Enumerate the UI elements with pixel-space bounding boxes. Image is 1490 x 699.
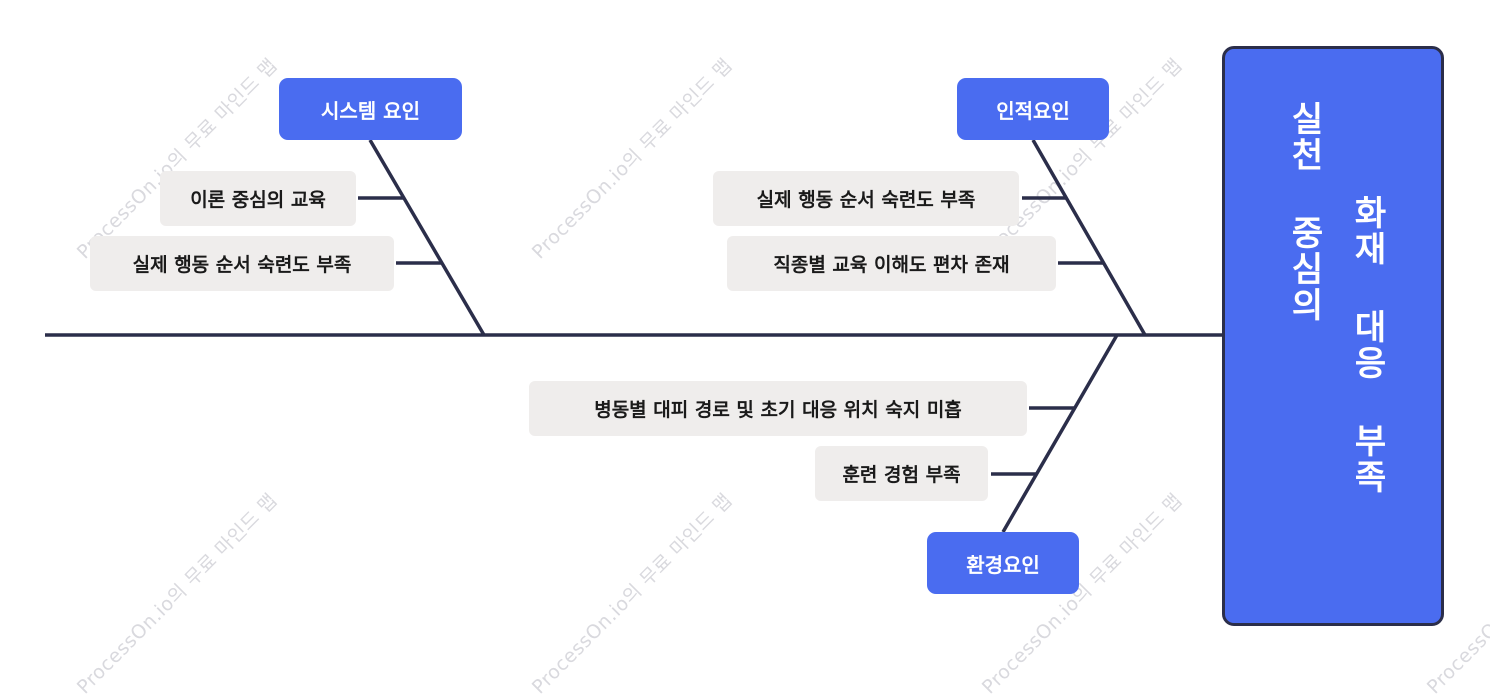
environment-bone <box>1001 334 1119 533</box>
cause-system-2: 실제 행동 순서 숙련도 부족 <box>90 236 394 291</box>
category-environment: 환경요인 <box>927 532 1079 594</box>
cause-system-1: 이론 중심의 교육 <box>160 171 356 226</box>
cause-environment-2: 훈련 경험 부족 <box>815 446 988 501</box>
cause-human-1: 실제 행동 순서 숙련도 부족 <box>713 171 1019 226</box>
category-human: 인적요인 <box>957 78 1109 140</box>
cause-environment-1: 병동별 대피 경로 및 초기 대응 위치 숙지 미흡 <box>529 381 1027 436</box>
category-system: 시스템 요인 <box>279 78 462 140</box>
effect-head-box: 실천 중심의 화재 대응 부족 <box>1222 46 1444 626</box>
cause-human-2: 직종별 교육 이해도 편차 존재 <box>727 236 1056 291</box>
system-bone <box>368 139 486 336</box>
human-bone <box>1031 139 1147 336</box>
effect-text-line-2: 화재 대응 부족 <box>1347 195 1387 495</box>
effect-text-line-1: 실천 중심의 <box>1284 101 1324 323</box>
